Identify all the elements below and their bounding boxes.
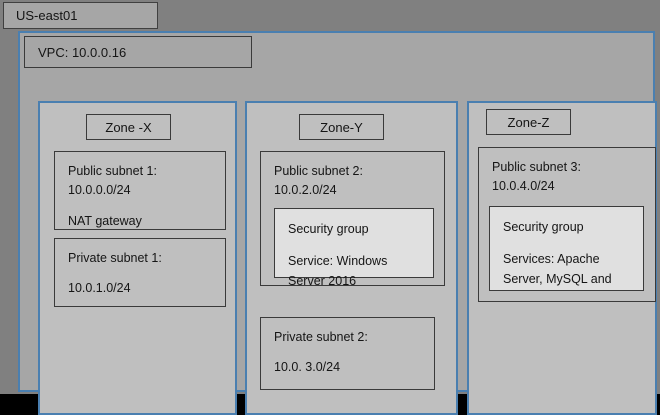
vpc-label: VPC: 10.0.0.16	[24, 36, 252, 68]
security-group-z-title: Security group	[503, 220, 584, 234]
security-group-z-services: Services: Apache Server, MySQL and	[503, 252, 612, 286]
zone-y-label: Zone-Y	[299, 114, 384, 140]
private-subnet-2-cidr: 10.0. 3.0/24	[274, 360, 341, 375]
public-subnet-3: Public subnet 3: 10.0.4.0/24 Security gr…	[478, 147, 656, 302]
private-subnet-2: Private subnet 2: 10.0. 3.0/24	[260, 317, 435, 390]
security-group-zone-z: Security group Services: Apache Server, …	[489, 206, 644, 291]
spacer	[288, 239, 423, 252]
zone-z-label: Zone-Z	[486, 109, 571, 135]
vpc-container: VPC: 10.0.0.16 Zone -X Public subnet 1: …	[18, 31, 657, 415]
public-subnet-2-cidr: 10.0.2.0/24	[274, 183, 337, 198]
security-group-zone-y: Security group Service: Windows Server 2…	[274, 208, 434, 288]
availability-zone-x: Zone -X Public subnet 1: 10.0.0.0/24 NAT…	[38, 101, 237, 415]
public-subnet-2-name: Public subnet 2:	[274, 164, 363, 178]
public-subnet-1-name: Public subnet 1:	[68, 164, 157, 178]
availability-zone-z: Zone-Z Public subnet 3: 10.0.4.0/24 Secu…	[467, 101, 657, 415]
region-label: US-east01	[3, 2, 158, 29]
private-subnet-1-cidr: 10.0.1.0/24	[68, 281, 131, 296]
spacer	[68, 201, 225, 212]
availability-zone-y: Zone-Y Public subnet 2: 10.0.2.0/24 Secu…	[245, 101, 458, 415]
public-subnet-2: Public subnet 2: 10.0.2.0/24 Security gr…	[260, 151, 445, 288]
security-group-y-title: Security group	[288, 222, 369, 236]
public-subnet-3-name: Public subnet 3:	[492, 160, 581, 174]
nat-gateway-label: NAT gateway	[68, 213, 142, 228]
public-subnet-3-cidr: 10.0.4.0/24	[492, 179, 555, 194]
public-subnet-1-cidr: 10.0.0.0/24	[68, 183, 131, 198]
zone-x-label: Zone -X	[86, 114, 171, 140]
spacer	[68, 268, 225, 279]
spacer	[503, 237, 633, 250]
public-subnet-1: Public subnet 1: 10.0.0.0/24 NAT gateway	[54, 151, 226, 230]
private-subnet-1-name: Private subnet 1:	[68, 251, 162, 265]
private-subnet-2-name: Private subnet 2:	[274, 330, 368, 344]
private-subnet-1: Private subnet 1: 10.0.1.0/24	[54, 238, 226, 307]
security-group-y-services: Service: Windows Server 2016	[288, 254, 388, 288]
spacer	[274, 347, 434, 358]
